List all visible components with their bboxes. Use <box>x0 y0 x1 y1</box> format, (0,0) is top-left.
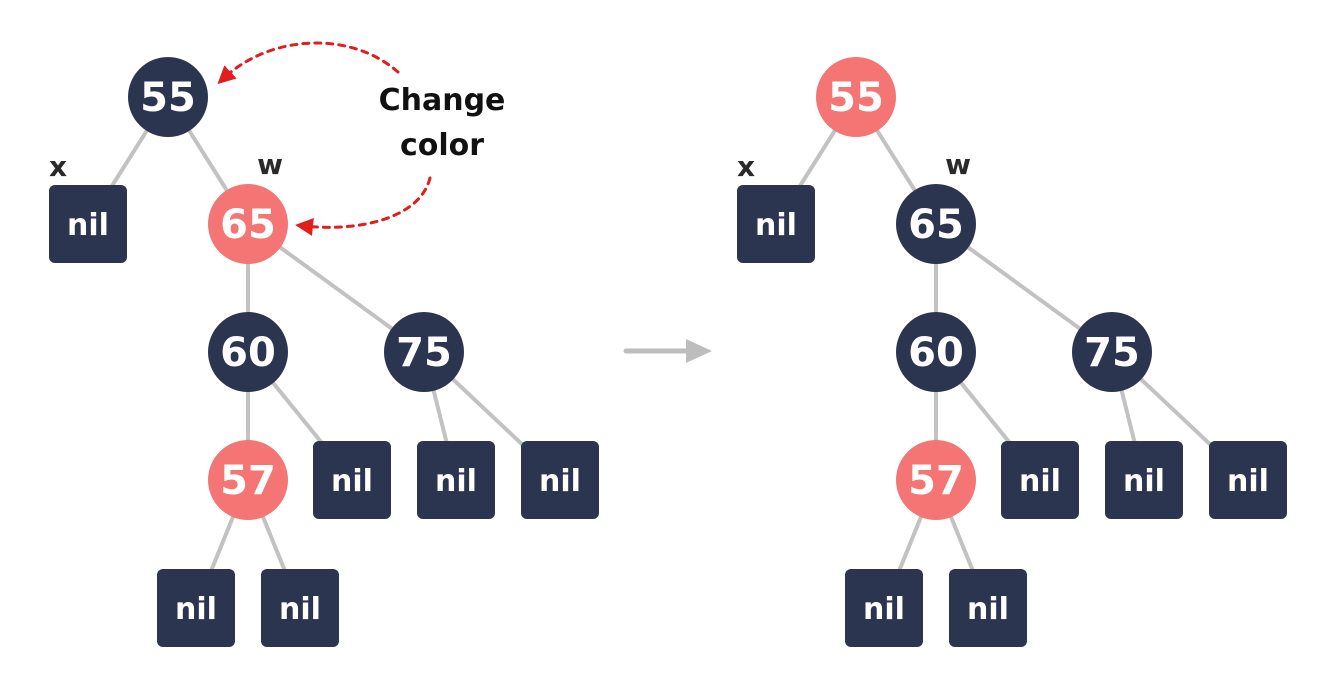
tree-edges-after <box>774 95 1250 610</box>
nil-label-before-3: nil <box>539 464 581 499</box>
tree-before: nil nil nil nil nil nil 55 65 60 75 57 <box>49 57 599 647</box>
nil-leaf-before-0: nil <box>49 185 127 263</box>
nil-label-after-4: nil <box>863 592 905 627</box>
node-circle-before-57 <box>208 440 288 520</box>
node-circle-after-65 <box>896 184 976 264</box>
node-circle-before-55 <box>128 57 208 137</box>
node-circle-after-75 <box>1072 312 1152 392</box>
tree-edges-before <box>86 95 562 610</box>
nil-leaf-after-2: nil <box>1105 441 1183 519</box>
nil-label-before-2: nil <box>435 464 477 499</box>
nil-box-after-5 <box>949 569 1027 647</box>
nil-box-before-4 <box>157 569 235 647</box>
nil-label-before-5: nil <box>279 592 321 627</box>
nil-leaf-after-1: nil <box>1001 441 1079 519</box>
nil-leaf-after-0: nil <box>737 185 815 263</box>
tree-node-before-57: 57 <box>208 440 288 520</box>
nil-leaf-before-2: nil <box>417 441 495 519</box>
nil-leaf-before-5: nil <box>261 569 339 647</box>
node-label-before-60: 60 <box>220 330 276 376</box>
nil-label-after-3: nil <box>1227 464 1269 499</box>
nil-label-before-1: nil <box>331 464 373 499</box>
annotation-arrow-bottom <box>295 176 432 236</box>
nil-box-before-2 <box>417 441 495 519</box>
nil-box-before-5 <box>261 569 339 647</box>
node-label-before-75: 75 <box>396 330 452 376</box>
nil-label-after-2: nil <box>1123 464 1165 499</box>
nil-box-after-4 <box>845 569 923 647</box>
label-x-after: x <box>737 150 755 183</box>
label-x-before: x <box>49 150 67 183</box>
label-w-after: w <box>945 148 971 181</box>
nil-box-after-2 <box>1105 441 1183 519</box>
nil-leaf-before-3: nil <box>521 441 599 519</box>
nil-label-after-0: nil <box>755 208 797 243</box>
node-label-before-57: 57 <box>220 458 276 504</box>
nil-leaf-after-4: nil <box>845 569 923 647</box>
nil-leaf-before-1: nil <box>313 441 391 519</box>
node-label-before-65: 65 <box>220 202 276 248</box>
annotation-line-1: Change <box>379 83 506 118</box>
nil-label-after-1: nil <box>1019 464 1061 499</box>
nil-box-before-3 <box>521 441 599 519</box>
nil-leaf-after-5: nil <box>949 569 1027 647</box>
tree-node-after-60: 60 <box>896 312 976 392</box>
node-label-after-55: 55 <box>828 75 884 121</box>
node-label-before-55: 55 <box>140 75 196 121</box>
annotation-line-2: color <box>400 128 484 163</box>
node-circle-before-75 <box>384 312 464 392</box>
nil-label-before-4: nil <box>175 592 217 627</box>
tree-node-before-55: 55 <box>128 57 208 137</box>
nil-box-after-1 <box>1001 441 1079 519</box>
node-label-after-65: 65 <box>908 202 964 248</box>
nil-label-after-5: nil <box>967 592 1009 627</box>
node-circle-before-65 <box>208 184 288 264</box>
tree-node-after-75: 75 <box>1072 312 1152 392</box>
right-arrow-icon <box>623 339 712 363</box>
node-label-after-57: 57 <box>908 458 964 504</box>
node-circle-after-57 <box>896 440 976 520</box>
nil-label-before-0: nil <box>67 208 109 243</box>
label-w-before: w <box>257 148 283 181</box>
tree-node-after-57: 57 <box>896 440 976 520</box>
nil-box-before-1 <box>313 441 391 519</box>
nil-box-after-0 <box>737 185 815 263</box>
tree-node-before-60: 60 <box>208 312 288 392</box>
tree-node-after-55: 55 <box>816 57 896 137</box>
node-label-after-75: 75 <box>1084 330 1140 376</box>
nil-box-after-3 <box>1209 441 1287 519</box>
node-circle-after-55 <box>816 57 896 137</box>
nil-leaf-before-4: nil <box>157 569 235 647</box>
nil-leaf-after-3: nil <box>1209 441 1287 519</box>
node-circle-after-60 <box>896 312 976 392</box>
annotation-arrow-top <box>217 41 400 85</box>
nil-box-before-0 <box>49 185 127 263</box>
tree-after: nil nil nil nil nil nil 55 65 60 75 57 <box>737 57 1287 647</box>
tree-node-after-65: 65 <box>896 184 976 264</box>
node-circle-before-60 <box>208 312 288 392</box>
tree-node-before-75: 75 <box>384 312 464 392</box>
node-label-after-60: 60 <box>908 330 964 376</box>
tree-node-before-65: 65 <box>208 184 288 264</box>
